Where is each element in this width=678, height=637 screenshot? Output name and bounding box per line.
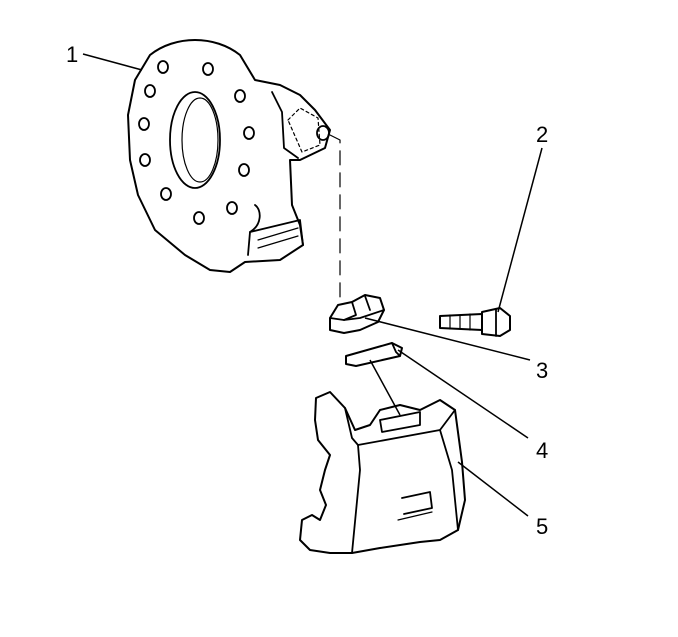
leader-lines bbox=[82, 53, 543, 517]
leader-2 bbox=[497, 147, 543, 313]
callout-3: 3 bbox=[536, 358, 548, 383]
leader-5 bbox=[457, 461, 529, 517]
leader-3 bbox=[364, 317, 531, 361]
alignment-line bbox=[329, 134, 341, 301]
callout-2: 2 bbox=[536, 122, 548, 147]
callout-5: 5 bbox=[536, 514, 548, 539]
part-1-mounting-plate bbox=[127, 39, 331, 273]
hub-bore bbox=[169, 91, 221, 189]
leader-4 bbox=[397, 349, 529, 439]
callout-4: 4 bbox=[536, 438, 548, 463]
part-2-bolt bbox=[439, 307, 511, 337]
leader-1 bbox=[82, 53, 143, 71]
callout-1: 1 bbox=[66, 42, 78, 67]
clip-guide-line bbox=[369, 359, 401, 416]
part-4-clip bbox=[345, 342, 403, 367]
mount-hole bbox=[316, 125, 330, 141]
part-5-caliper bbox=[299, 391, 466, 554]
part-3-bracket bbox=[329, 294, 385, 334]
bolt-holes bbox=[138, 60, 255, 225]
